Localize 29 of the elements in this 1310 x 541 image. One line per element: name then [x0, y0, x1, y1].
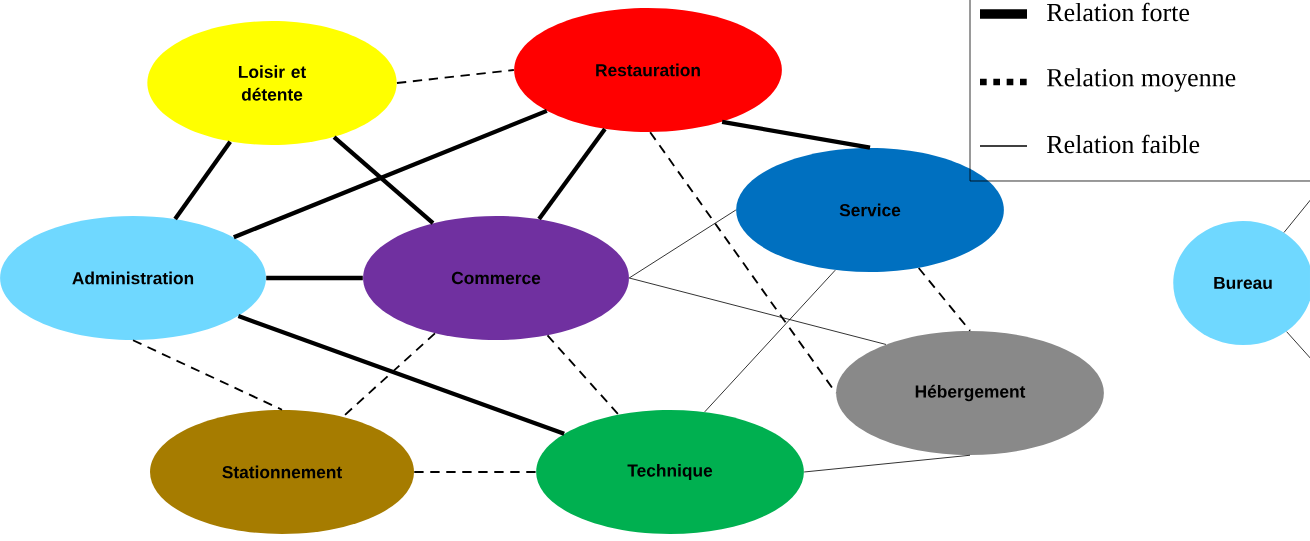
ellipse-node: Restauration [514, 8, 782, 132]
connector-line [917, 267, 971, 332]
legend-label: Relation forte [1047, 2, 1190, 22]
ellipse-node: Loisir et détente [147, 21, 397, 145]
ellipse-node: Administration [0, 216, 266, 340]
ellipse-node: Hébergement [836, 331, 1104, 455]
connector-line [537, 127, 607, 221]
connector-line [332, 135, 435, 225]
legend-label: Relation moyenne [1047, 68, 1236, 92]
ellipse-node: Technique [536, 410, 804, 534]
connector-line [803, 454, 971, 473]
connector-line [628, 209, 737, 279]
connector-line [342, 332, 436, 418]
connector-line [233, 108, 548, 240]
connector-line [413, 471, 537, 473]
ellipse-node: Service [736, 148, 1004, 272]
ellipse-node: Commerce [363, 216, 629, 340]
connector-line [628, 277, 887, 345]
ellipse-node: Stationnement [150, 410, 414, 534]
connector-line [649, 131, 837, 394]
connector-line [237, 314, 565, 436]
connector-line [721, 119, 871, 150]
connector-line [173, 140, 232, 221]
legend-label: Relation faible [1047, 134, 1200, 154]
connector-line [132, 339, 283, 411]
connector-line [396, 69, 515, 84]
connector-line [266, 275, 363, 281]
connector-line [546, 334, 620, 416]
connector-line [704, 269, 836, 413]
